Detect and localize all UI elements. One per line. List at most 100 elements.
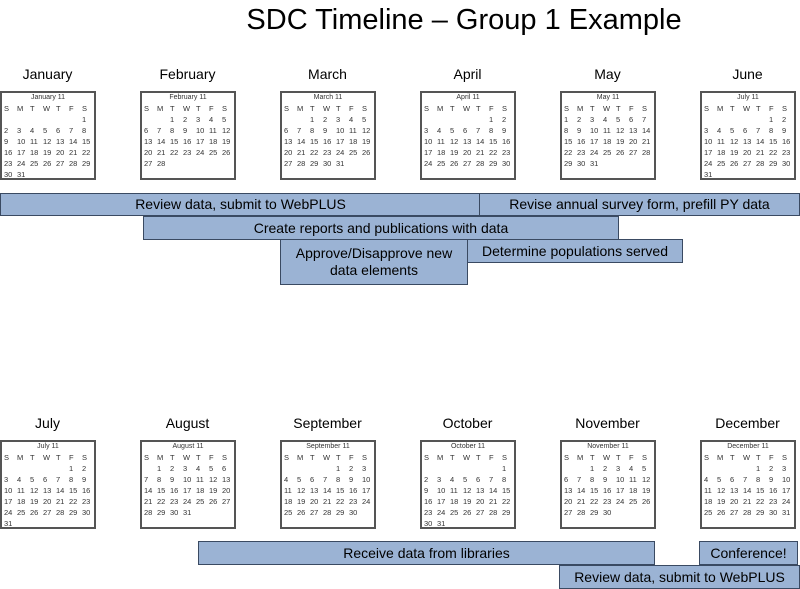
calendar-day: 26	[730, 159, 739, 168]
calendar-day: 25	[603, 148, 612, 157]
empty-day	[310, 463, 323, 474]
calendar-day: 5	[222, 115, 227, 124]
calendar-day: 9	[170, 475, 175, 484]
calendar-day: 15	[590, 486, 599, 495]
calendar-day: 22	[336, 497, 345, 506]
calendar-day: 14	[577, 486, 586, 495]
weekday-header: S	[424, 104, 430, 113]
calendar-day: 11	[196, 475, 204, 484]
empty-day	[144, 114, 157, 125]
weekday-header: S	[362, 104, 368, 113]
weekday-header: M	[157, 453, 164, 462]
calendar-day: 25	[629, 497, 638, 506]
calendar-day: 14	[297, 137, 306, 146]
calendar-day: 13	[629, 126, 638, 135]
calendar-day: 27	[284, 159, 293, 168]
weekday-header: T	[196, 453, 201, 462]
calendar-day: 31	[704, 170, 713, 179]
weekday-header: F	[629, 104, 634, 113]
calendar-day: 22	[756, 497, 765, 506]
calendar-day: 23	[577, 148, 586, 157]
calendar-day: 18	[196, 486, 205, 495]
calendar-day: 26	[362, 148, 371, 157]
calendar-day: 4	[349, 115, 354, 124]
calendar-day: 27	[310, 508, 319, 517]
task-receive-data: Receive data from libraries	[198, 541, 655, 565]
calendar-day: 23	[603, 497, 612, 506]
calendar-day: 20	[564, 497, 573, 506]
calendar-day: 23	[349, 497, 358, 506]
weekday-header: F	[69, 453, 74, 462]
weekday-header: F	[349, 104, 354, 113]
calendar-day: 31	[590, 159, 599, 168]
calendar-day: 6	[730, 475, 735, 484]
empty-day	[730, 463, 743, 474]
calendar-day: 7	[743, 475, 748, 484]
weekday-header: T	[730, 104, 735, 113]
calendar-day: 4	[17, 475, 22, 484]
calendar-day: 27	[144, 159, 153, 168]
calendar-day: 15	[69, 486, 78, 495]
empty-day	[17, 114, 30, 125]
calendar-day: 28	[743, 508, 752, 517]
calendar-day: 2	[349, 464, 354, 473]
calendar-day: 8	[590, 475, 595, 484]
calendar-day: 14	[323, 486, 332, 495]
calendar-day: 18	[603, 137, 612, 146]
calendar-day: 14	[476, 137, 485, 146]
calendar-header: March 11	[313, 94, 343, 101]
calendar-day: 16	[4, 148, 13, 157]
calendar-day: 11	[629, 475, 637, 484]
calendar-day: 29	[769, 159, 778, 168]
calendar-day: 25	[196, 497, 205, 506]
calendar-day: 27	[730, 508, 739, 517]
calendar-day: 24	[782, 497, 791, 506]
calendar-day: 15	[756, 486, 765, 495]
calendar-day: 22	[170, 148, 179, 157]
calendar-day: 18	[30, 148, 39, 157]
weekday-header: F	[209, 453, 214, 462]
calendar-day: 25	[704, 508, 713, 517]
calendar-day: 6	[284, 126, 289, 135]
calendar-day: 27	[564, 508, 573, 517]
calendar-day: 1	[336, 464, 341, 473]
weekday-header: T	[590, 453, 595, 462]
calendar-day: 20	[284, 148, 293, 157]
calendar-header: January 11	[30, 94, 66, 101]
weekday-header: W	[43, 453, 51, 462]
weekday-header: S	[564, 453, 570, 462]
calendar-day: 12	[362, 126, 371, 135]
empty-day	[564, 463, 577, 474]
weekday-header: S	[4, 453, 10, 462]
calendar-header: October 11	[450, 443, 486, 450]
empty-day	[424, 463, 437, 474]
weekday-header: S	[502, 453, 508, 462]
calendar-day: 16	[502, 137, 511, 146]
calendar-day: 25	[284, 508, 293, 517]
calendar-day: 27	[629, 148, 638, 157]
calendar-day: 3	[704, 126, 709, 135]
weekday-header: T	[730, 453, 735, 462]
weekday-header: F	[629, 453, 634, 462]
calendar-day: 18	[704, 497, 713, 506]
calendar-day: 6	[144, 126, 149, 135]
weekday-header: M	[577, 104, 584, 113]
month-label: March	[308, 66, 347, 82]
weekday-header: F	[349, 453, 354, 462]
month-label: December	[715, 415, 780, 431]
weekday-header: F	[489, 104, 494, 113]
calendar-day: 28	[157, 159, 166, 168]
calendar-day: 23	[82, 497, 91, 506]
calendar-day: 14	[743, 486, 752, 495]
calendar-day: 12	[616, 126, 625, 135]
weekday-header: S	[144, 453, 150, 462]
calendar-day: 13	[222, 475, 231, 484]
empty-day	[30, 463, 43, 474]
calendar-day: 12	[222, 126, 231, 135]
calendar-day: 8	[769, 126, 774, 135]
calendar-day: 4	[717, 126, 722, 135]
calendar-day: 1	[756, 464, 761, 473]
